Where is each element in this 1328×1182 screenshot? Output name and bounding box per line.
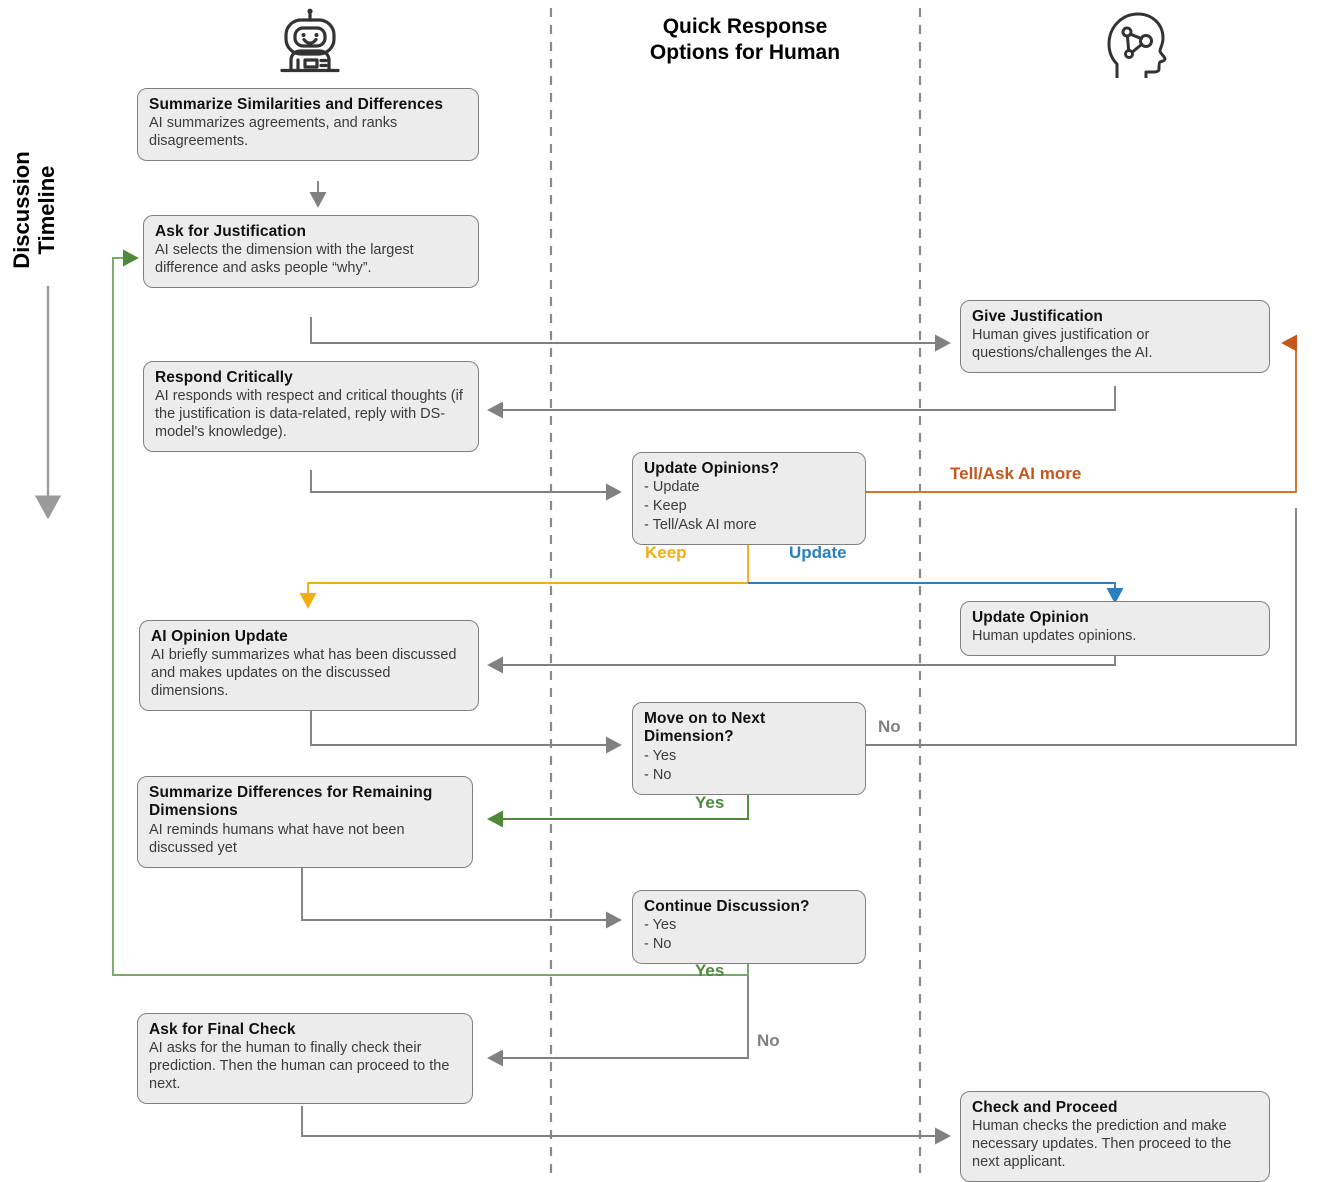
node-title: Ask for Final Check [149,1021,296,1038]
node-desc: Human checks the prediction and make nec… [972,1118,1232,1171]
node-respond-critically[interactable]: Respond Critically AI responds with resp… [143,361,479,453]
node-summarize-similarities-and-differences[interactable]: Summarize Similarities and Differences A… [137,88,479,162]
node-option: - Tell/Ask AI more [644,517,757,534]
node-option: - Yes [644,917,677,934]
page-title: Quick Response Options for Human [570,14,920,65]
edge-respond-to-update-opinions [310,470,622,501]
node-update-opinions-question[interactable]: Update Opinions? - Update - Keep - Tell/… [632,452,866,546]
node-title: Check and Proceed [972,1099,1118,1116]
node-ask-for-final-check[interactable]: Ask for Final Check AI asks for the huma… [137,1013,473,1105]
node-title: Update Opinion [972,609,1089,626]
node-summarize-differences-for-remaining-dimensions[interactable]: Summarize Differences for Remaining Dime… [137,776,473,868]
edge-label-keep: Keep [645,543,687,562]
edge-give-justification-to-respond [487,386,1116,419]
node-title: Move on to Next Dimension? [644,710,766,746]
node-give-justification[interactable]: Give Justification Human gives justifica… [960,300,1270,374]
node-title: Summarize Differences for Remaining Dime… [149,784,433,820]
node-ask-for-justification[interactable]: Ask for Justification AI selects the dim… [143,215,479,289]
edge-label-continue-yes: Yes [695,961,725,980]
node-title: Continue Discussion? [644,898,810,915]
node-title: Ask for Justification [155,223,307,240]
node-desc: Human updates opinions. [972,628,1137,645]
edge-label-move-on-no: No [878,717,901,736]
discussion-timeline-label: Discussion Timeline [9,105,59,315]
edge-opinion-update-to-move-on [310,711,622,754]
node-title: AI Opinion Update [151,628,288,645]
node-option: - No [644,766,672,783]
page-title-line2: Options for Human [649,40,841,64]
node-title: Give Justification [972,308,1103,325]
node-ai-opinion-update[interactable]: AI Opinion Update AI briefly summarizes … [139,620,479,712]
node-title: Respond Critically [155,369,293,386]
edge-ask-to-give-justification [310,317,951,352]
robot-icon [272,8,348,76]
page-title-line1: Quick Response [662,15,828,38]
node-desc: AI reminds humans what have not been dis… [149,821,405,856]
timeline-label-line1: Discussion [9,151,34,269]
node-check-and-proceed[interactable]: Check and Proceed Human checks the predi… [960,1091,1270,1182]
node-option: - No [644,936,672,953]
node-title: Update Opinions? [644,460,780,477]
edge-label-continue-no: No [757,1031,780,1050]
node-desc: AI summarizes agreements, and ranks disa… [149,115,398,150]
timeline-label-line2: Timeline [33,165,59,255]
edge-label-tell-ask-ai-more: Tell/Ask AI more [950,464,1082,483]
node-desc: AI asks for the human to finally check t… [149,1040,450,1093]
node-desc: AI responds with respect and critical th… [155,388,463,441]
node-option: - Keep [644,498,687,515]
edge-label-update: Update [789,543,847,562]
edge-final-check-to-check-proceed [301,1106,951,1145]
head-network-icon [1100,6,1174,80]
node-desc: AI selects the dimension with the larges… [155,242,414,277]
node-update-opinion[interactable]: Update Opinion Human updates opinions. [960,601,1270,657]
node-desc: Human gives justification or questions/c… [972,327,1153,362]
node-option: - Update [644,479,700,496]
node-option: - Yes [644,747,677,764]
edge-summarize-remaining-to-continue [301,865,622,929]
node-move-on-to-next-dimension-question[interactable]: Move on to Next Dimension? - Yes - No [632,702,866,795]
edge-label-move-on-yes: Yes [695,793,725,812]
node-continue-discussion-question[interactable]: Continue Discussion? - Yes - No [632,890,866,965]
edge-update [748,582,1124,604]
node-desc: AI briefly summarizes what has been disc… [151,647,457,700]
node-title: Summarize Similarities and Differences [149,96,444,113]
